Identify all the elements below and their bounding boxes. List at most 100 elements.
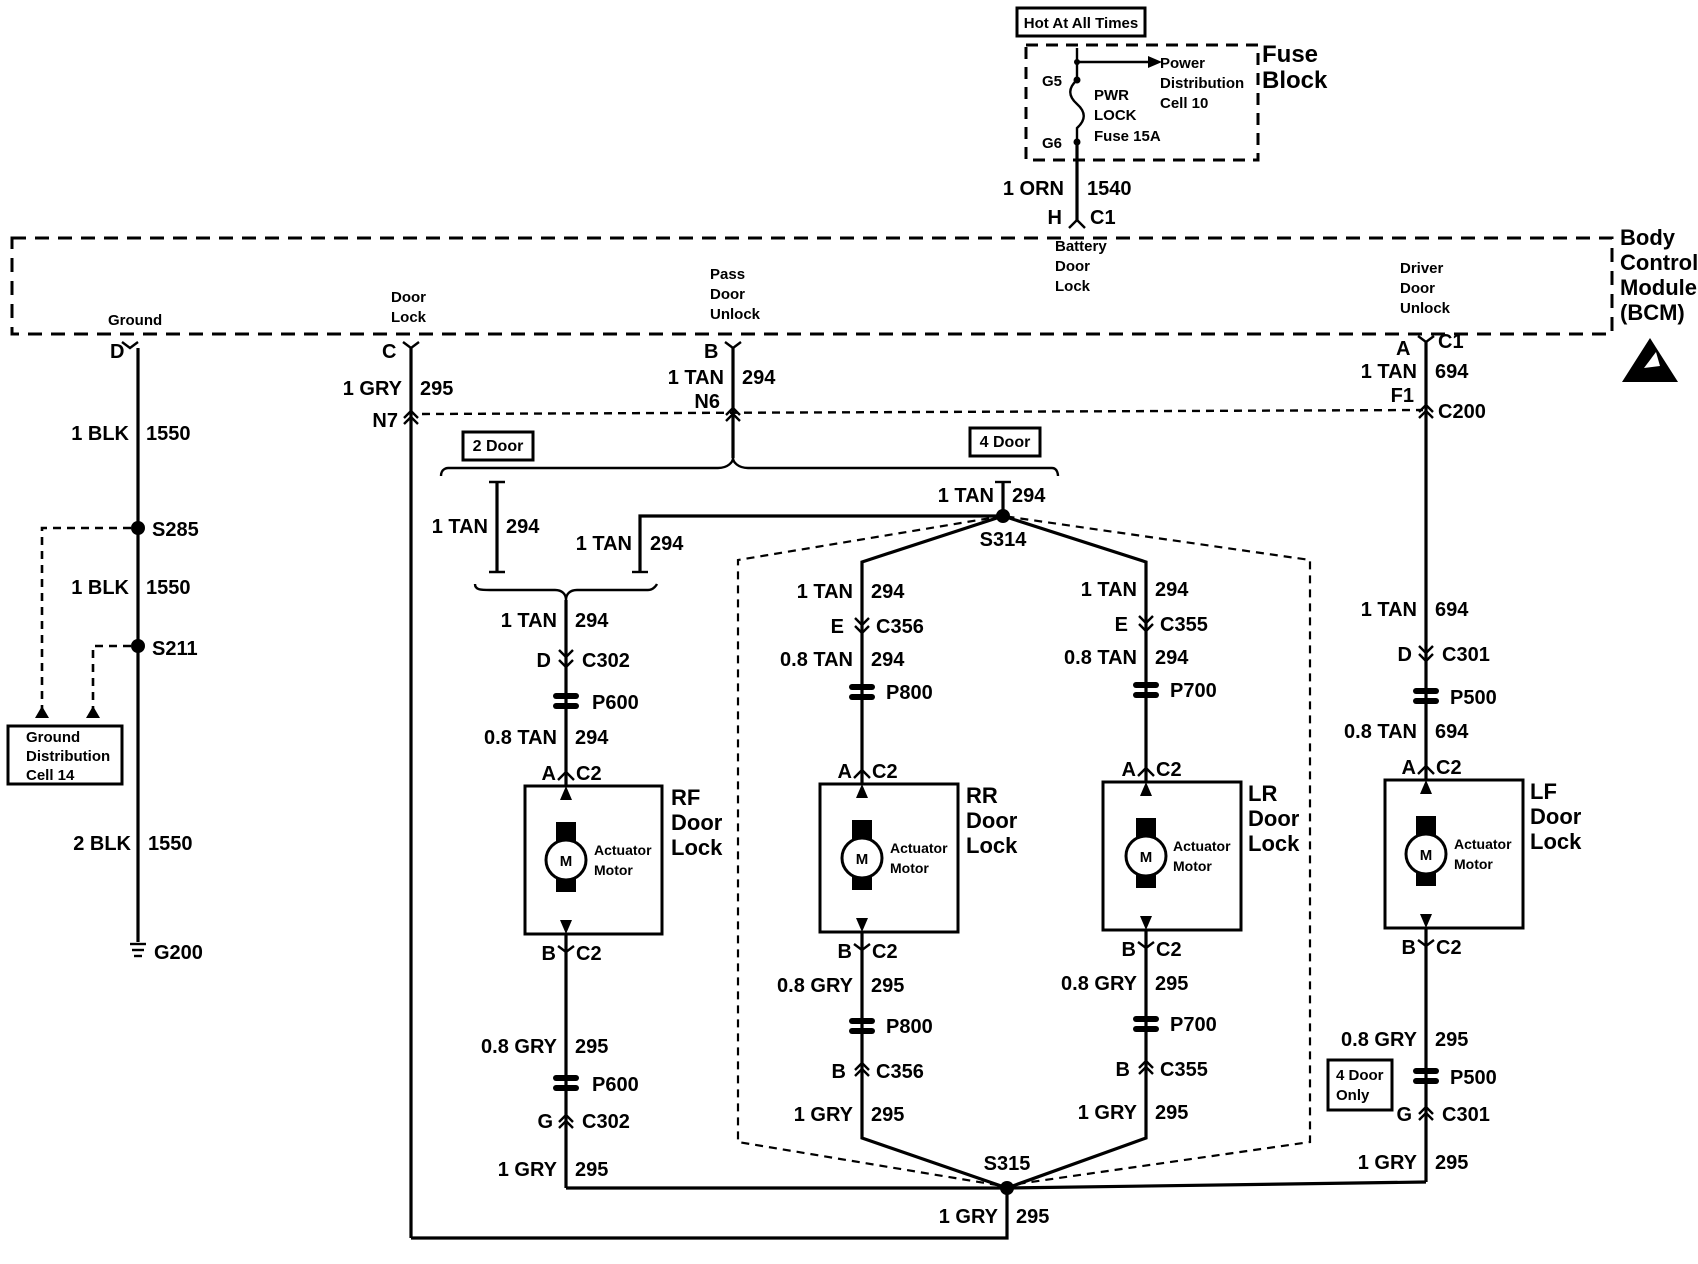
w-2door: 1 TAN <box>432 516 488 538</box>
rf-pin-b: B <box>542 943 556 965</box>
battery-lock-line3: Lock <box>1055 278 1091 295</box>
rf-c2b: C2 <box>576 943 602 965</box>
door-lock-line2: Lock <box>391 309 427 326</box>
rr-p800b-icon <box>849 1018 875 1024</box>
lr-motor-box <box>1101 780 1243 932</box>
rf-a-connector-icon <box>557 770 575 781</box>
c-s314: 294 <box>1012 485 1046 507</box>
n6-connector-icon <box>725 406 741 422</box>
lf-name1: LF <box>1530 779 1557 804</box>
driver-conn: C1 <box>1438 331 1464 353</box>
lf-p500b: P500 <box>1450 1067 1497 1089</box>
rr-act2: Motor <box>890 860 929 876</box>
driver-pin: A <box>1396 338 1410 360</box>
bcm-title-line1: Body <box>1620 225 1676 250</box>
rf-c302b: C302 <box>582 1111 630 1133</box>
rr-c2b: C2 <box>872 941 898 963</box>
rf-name2: Door <box>671 810 723 835</box>
lr-c355-connector-icon <box>1138 615 1154 633</box>
rr-c356b-connector-icon <box>854 1061 870 1077</box>
rr-door-lock: 1 TAN 294 E C356 0.8 TAN 294 P800 A C2 M… <box>777 514 1018 1190</box>
rr-c356-connector-icon <box>854 617 870 635</box>
driver-unlock-line2: Door <box>1400 280 1435 297</box>
lr-c-mid: 294 <box>1155 647 1189 669</box>
rf-c-out: 295 <box>575 1036 608 1058</box>
pass-unlock-line2: Door <box>710 286 745 303</box>
lf-only-line1: 4 Door <box>1336 1067 1384 1084</box>
ground-distribution-box <box>6 724 124 786</box>
bcm-pins: D C B A C1 <box>110 331 1464 363</box>
rr-name2: Door <box>966 808 1018 833</box>
lf-pin-d: D <box>1398 644 1412 666</box>
lr-name3: Lock <box>1248 831 1300 856</box>
pass-unlock-line1: Pass <box>710 266 745 283</box>
lr-name1: LR <box>1248 781 1277 806</box>
rf-p600-icon <box>553 693 579 699</box>
s211-splice <box>131 639 145 653</box>
lf-4door-only-box <box>1326 1058 1394 1112</box>
s315-splice <box>1000 1181 1014 1195</box>
lf-c301-connector-icon <box>1418 645 1434 663</box>
lf-c200: C200 <box>1438 401 1486 423</box>
lr-b-connector-icon <box>1137 941 1155 950</box>
lf-p500-icon-lower <box>1413 698 1439 704</box>
fuse-block: Hot At All Times Fuse Block Power Distri… <box>1015 6 1328 162</box>
rr-w-mid: 0.8 TAN <box>780 649 853 671</box>
lr-motor-label: M <box>1140 849 1153 866</box>
feed-conn: C1 <box>1090 207 1116 229</box>
bcm-title-line4: (BCM) <box>1620 300 1685 325</box>
rr-arrow-up-icon <box>856 784 868 798</box>
fuse-line3: Fuse 15A <box>1094 128 1161 145</box>
rr-arrow-down-icon <box>856 918 868 932</box>
return-c: 295 <box>1016 1206 1049 1228</box>
lf-name2: Door <box>1530 804 1582 829</box>
rf-c-ret: 295 <box>575 1159 608 1181</box>
pdc-line3: Cell 10 <box>1160 95 1208 112</box>
return-bus: S315 1 GRY 295 <box>939 1153 1050 1228</box>
rf-pin-a: A <box>542 763 556 785</box>
ground-w1: 1 BLK <box>71 423 129 445</box>
lock-pin: C <box>382 341 396 363</box>
rf-w-mid: 0.8 TAN <box>484 727 557 749</box>
rf-name3: Lock <box>671 835 723 860</box>
rf-arrow-down-icon <box>560 920 572 934</box>
option-4door-box <box>968 426 1042 458</box>
rf-c-in: 294 <box>575 610 609 632</box>
rf-c302-connector-icon <box>558 649 574 669</box>
s285-label: S285 <box>152 519 199 541</box>
s315-label: S315 <box>984 1153 1031 1175</box>
fuse-block-title-line2: Block <box>1262 67 1328 94</box>
rr-motor-icon <box>840 836 884 880</box>
lf-motor-icon <box>1404 832 1448 876</box>
rr-w-in: 1 TAN <box>797 581 853 603</box>
rf-motor-icon <box>544 838 588 882</box>
door-lock-line1: Door <box>391 289 426 306</box>
lr-arrow-down-icon <box>1140 916 1152 930</box>
rr-c-in: 294 <box>871 581 905 603</box>
fuse-block-title-line1: Fuse <box>1262 41 1318 68</box>
rr-c356: C356 <box>876 616 924 638</box>
driver-pin-icon <box>1417 335 1435 344</box>
s211-label: S211 <box>152 638 198 660</box>
lf-door-lock: 1 TAN 694 F1 C200 1 TAN 694 D C301 P500 … <box>1006 342 1582 1190</box>
rr-c356b: C356 <box>876 1061 924 1083</box>
lf-pin-f1: F1 <box>1391 385 1414 407</box>
rr-c2: C2 <box>872 761 898 783</box>
g5-label: G5 <box>1042 73 1062 90</box>
lf-p500b-icon-lower <box>1413 1078 1439 1084</box>
pass-unlock-circuit: 1 TAN 294 N6 2 Door 4 Door 1 TAN 294 1 T… <box>432 348 1060 601</box>
lf-c2: C2 <box>1436 757 1462 779</box>
lr-p700-icon <box>1133 682 1159 688</box>
n6-label: N6 <box>694 391 720 413</box>
s211-ground-dashed <box>91 644 131 710</box>
rr-pin-a: A <box>838 761 852 783</box>
rr-c-mid: 294 <box>871 649 905 671</box>
lf-pin-g: G <box>1396 1104 1412 1126</box>
rf-pin-d: D <box>537 650 551 672</box>
rr-w-out: 0.8 GRY <box>777 975 854 997</box>
lock-feed-circuit: 1 GRY 295 N7 <box>343 348 1009 1240</box>
lf-c-mid: 694 <box>1435 721 1469 743</box>
pass-w: 1 TAN <box>668 367 724 389</box>
fuse-block-outline <box>1024 43 1260 162</box>
lr-a-connector-icon <box>1137 766 1155 777</box>
